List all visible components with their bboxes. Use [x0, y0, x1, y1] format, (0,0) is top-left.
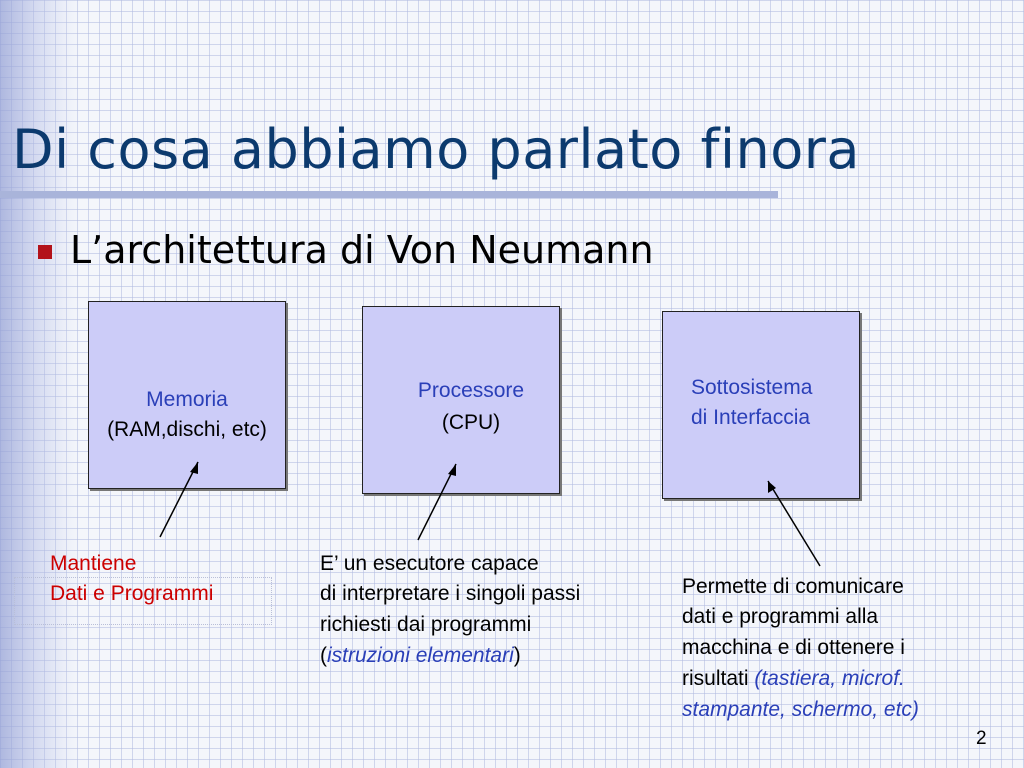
bullet-item: L’architettura di Von Neumann: [38, 228, 654, 272]
page-number: 2: [976, 728, 987, 749]
processore-annotation-line4: (istruzioni elementari): [320, 644, 521, 667]
interfaccia-annotation-line3: macchina e di ottenere i: [682, 636, 905, 659]
processore-box: Processore (CPU): [362, 306, 560, 494]
memoria-label: Memoria: [146, 388, 228, 411]
memoria-annotation-line2: Dati e Programmi: [50, 582, 214, 605]
left-gradient-band: [0, 0, 80, 768]
interfaccia-box: Sottosistema di Interfaccia: [662, 311, 860, 499]
interfaccia-annotation-line1: Permette di comunicare: [682, 575, 904, 598]
slide-title: Di cosa abbiamo parlato finora: [12, 118, 861, 181]
interfaccia-annotation-line4: risultati (tastiera, microf.: [682, 667, 905, 690]
processore-label: Processore: [417, 379, 525, 402]
processore-annotation-line3: richiesti dai programmi: [320, 613, 532, 636]
interfaccia-arrowhead: [768, 481, 776, 493]
processore-sublabel: (CPU): [441, 411, 501, 434]
memoria-arrowhead: [190, 462, 198, 474]
interfaccia-annotation-line5: stampante, schermo, etc): [682, 698, 919, 721]
memoria-sublabel: (RAM,dischi, etc): [107, 418, 267, 441]
processore-arrow: [417, 463, 457, 541]
memoria-annotation-line1: Mantiene: [50, 552, 137, 575]
interfaccia-label: Sottosistema: [691, 376, 813, 399]
interfaccia-arrow: [767, 480, 821, 567]
memoria-annotation-frame: [14, 577, 272, 625]
processore-annotation-line1: E’ un esecutore capace: [320, 552, 539, 575]
interfaccia-sublabel: di Interfaccia: [691, 406, 811, 429]
memoria-arrow: [159, 461, 199, 538]
bullet-text: L’architettura di Von Neumann: [70, 228, 654, 272]
memoria-box: Memoria (RAM,dischi, etc): [88, 301, 286, 489]
interfaccia-annotation-line2: dati e programmi alla: [682, 605, 879, 628]
square-bullet-icon: [38, 245, 52, 259]
processore-annotation-line2: di interpretare i singoli passi: [320, 582, 581, 605]
processore-arrowhead: [448, 464, 456, 476]
title-underline: [0, 191, 778, 198]
